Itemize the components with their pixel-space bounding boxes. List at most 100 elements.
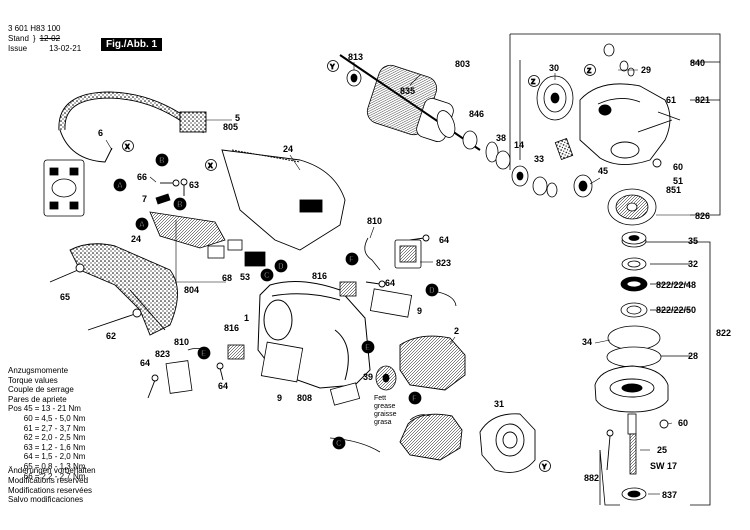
power-cable — [58, 91, 207, 163]
svg-text:840: 840 — [690, 58, 705, 68]
svg-text:816: 816 — [312, 271, 327, 281]
svg-text:816: 816 — [224, 323, 239, 333]
svg-text:6: 6 — [98, 128, 103, 138]
torque-row: 60=4,5 - 5,0 Nm — [23, 413, 86, 423]
pinion-45 — [573, 174, 593, 198]
svg-text:31: 31 — [494, 399, 504, 409]
svg-text:grease: grease — [374, 403, 396, 410]
svg-text:810: 810 — [174, 337, 189, 347]
svg-text:882: 882 — [584, 473, 599, 483]
svg-text:826: 826 — [695, 211, 710, 221]
connector-markers: A A B B C C D D E E F F X X Y Y Z Z — [113, 60, 596, 472]
svg-text:823: 823 — [155, 349, 170, 359]
svg-text:846: 846 — [469, 109, 484, 119]
fan-39 — [375, 365, 397, 391]
figure-label: Fig./Abb. 1 — [101, 38, 163, 51]
svg-text:822: 822 — [716, 328, 731, 338]
torque-values: Anzugsmomente Torque values Couple de se… — [8, 366, 87, 481]
svg-text:A: A — [117, 181, 123, 190]
shaft-bearings — [462, 130, 558, 198]
svg-text:C: C — [264, 271, 270, 280]
svg-text:64: 64 — [439, 235, 449, 245]
svg-text:grasa: grasa — [374, 419, 392, 426]
svg-text:B: B — [159, 156, 165, 165]
switch-parts — [149, 211, 266, 267]
svg-text:Z: Z — [531, 79, 536, 86]
svg-text:Fett: Fett — [374, 395, 386, 402]
svg-text:805: 805 — [223, 122, 238, 132]
svg-text:822/22/50: 822/22/50 — [656, 305, 696, 315]
svg-text:25: 25 — [657, 445, 667, 455]
svg-text:29: 29 — [641, 65, 651, 75]
svg-text:E: E — [201, 349, 207, 358]
svg-text:33: 33 — [534, 154, 544, 164]
svg-text:810: 810 — [367, 216, 382, 226]
svg-text:808: 808 — [297, 393, 312, 403]
wrench-size-note: SW 17 — [650, 461, 677, 471]
svg-text:9: 9 — [277, 393, 282, 403]
issue-row: Issue 13-02-21 — [8, 44, 81, 54]
crown-gear-826 — [607, 188, 657, 226]
svg-text:30: 30 — [549, 63, 559, 73]
modifications-note: Änderungen vorbehalten Modifications res… — [8, 466, 96, 505]
torque-row: 62=2,0 - 2,5 Nm — [23, 433, 86, 443]
svg-text:60: 60 — [673, 162, 683, 172]
svg-text:813: 813 — [348, 52, 363, 62]
svg-text:1: 1 — [244, 313, 249, 323]
flange-stack — [606, 231, 662, 368]
svg-text:64: 64 — [140, 358, 150, 368]
document-header: 3 601 H83 100 Stand } 12-02 Issue 13-02-… — [8, 24, 81, 54]
leader-lines — [105, 62, 690, 495]
svg-text:B: B — [177, 200, 183, 209]
handle-cover — [69, 243, 178, 336]
torque-row: 64=1,5 - 2,0 Nm — [23, 452, 86, 462]
screws — [49, 119, 673, 471]
bevel-gear-30 — [536, 75, 574, 121]
right-brackets — [509, 33, 721, 506]
svg-text:D: D — [278, 262, 284, 271]
svg-text:837: 837 — [662, 490, 677, 500]
svg-text:34: 34 — [582, 337, 592, 347]
issue-label: Issue — [8, 44, 28, 53]
part-labels: 813 803 835 30 840 29 5 805 821 61 846 3… — [60, 52, 731, 500]
torque-heading-es: Pares de apriete — [8, 394, 67, 404]
svg-text:68: 68 — [222, 273, 232, 283]
torque-heading-fr: Couple de serrage — [8, 385, 74, 395]
svg-text:2: 2 — [454, 326, 459, 336]
grease-note: Fett grease graisse grasa — [374, 395, 397, 426]
svg-text:24: 24 — [283, 144, 293, 154]
electrical-parts — [165, 237, 457, 453]
torque-heading-de: Anzugsmomente — [8, 366, 69, 375]
svg-text:51: 51 — [673, 176, 683, 186]
svg-text:14: 14 — [514, 140, 524, 150]
svg-text:803: 803 — [455, 59, 470, 69]
bearing-flange-housing — [594, 365, 669, 413]
armature-rotor — [339, 54, 481, 151]
torque-row: 65=0,8 - 1,3 Nm — [23, 461, 86, 471]
svg-text:851: 851 — [666, 185, 681, 195]
stand-date: 12-02 — [39, 34, 61, 43]
svg-text:E: E — [365, 343, 371, 352]
svg-text:F: F — [349, 255, 354, 264]
torque-heading-en: Torque values — [8, 375, 58, 385]
svg-text:Z: Z — [587, 68, 592, 75]
svg-text:835: 835 — [400, 86, 415, 96]
handle-halfshell — [221, 149, 346, 251]
svg-text:9: 9 — [417, 306, 422, 316]
svg-text:7: 7 — [142, 194, 147, 204]
svg-text:39: 39 — [363, 372, 373, 382]
svg-text:60: 60 — [678, 418, 688, 428]
svg-text:C: C — [336, 439, 342, 448]
svg-text:63: 63 — [189, 180, 199, 190]
air-guide-31 — [479, 413, 536, 473]
svg-text:822/22/48: 822/22/48 — [656, 280, 696, 290]
svg-text:823: 823 — [436, 258, 451, 268]
svg-text:X: X — [208, 163, 213, 170]
svg-text:F: F — [412, 394, 417, 403]
svg-text:Y: Y — [542, 464, 547, 471]
svg-text:61: 61 — [666, 95, 676, 105]
torque-row: 63=1,2 - 1,6 Nm — [23, 442, 86, 452]
svg-text:45: 45 — [598, 166, 608, 176]
